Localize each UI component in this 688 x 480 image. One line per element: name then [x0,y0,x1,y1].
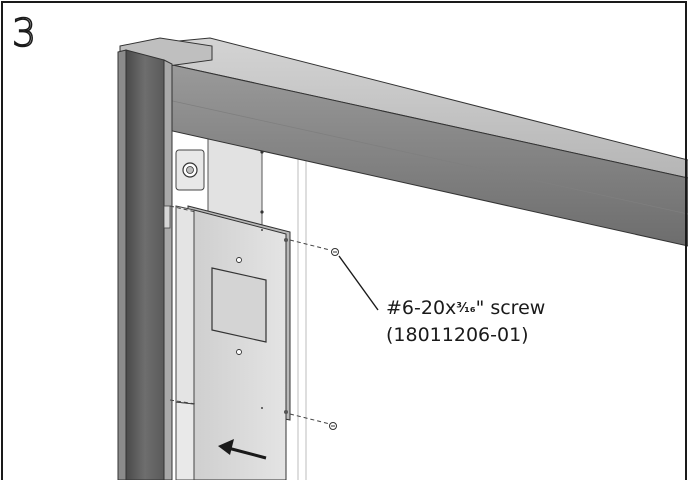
cover-panel [175,205,291,480]
back-bracket [175,119,264,229]
wall-lines [297,140,307,480]
screw-spec-prefix: #6-20x [386,297,457,319]
screw-part-number: (18011206-01) [386,324,529,346]
callout-leader-line [338,255,379,311]
screw-spec-fraction: ³⁄₁₆ [456,301,476,316]
vertical-post [117,49,173,480]
alignment-lines [169,205,331,425]
screw-icon [329,248,339,430]
screw-spec-suffix: " screw [475,297,546,319]
step-number: 3 [11,11,37,55]
slide-left-arrow-icon [218,439,267,460]
screw-callout: #6-20x³⁄₁₆" screw (18011206-01) [386,296,545,348]
screw-spec: #6-20x³⁄₁₆" screw [386,296,545,323]
